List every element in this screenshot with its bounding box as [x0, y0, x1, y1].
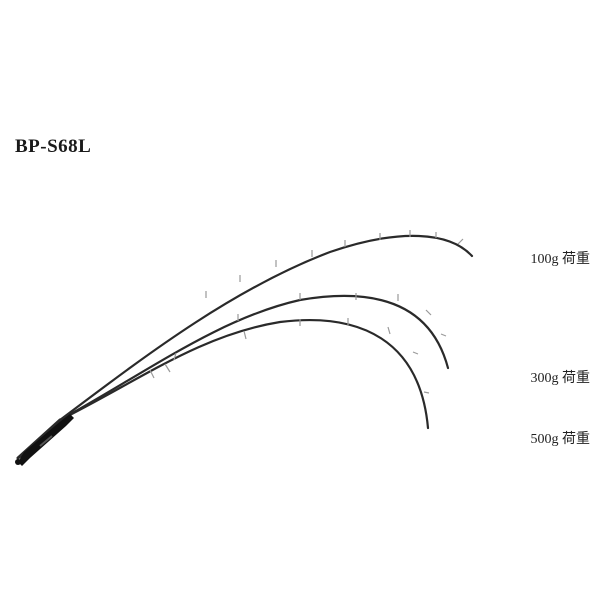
load-label-100g: 100g 荷重: [530, 252, 591, 267]
guides-100g: [205, 230, 464, 298]
rod-curve-500g: [58, 318, 430, 430]
guides-butt: [149, 363, 171, 379]
rod-curve-300g: [58, 294, 450, 422]
load-label-500g: 500g 荷重: [530, 432, 591, 447]
rod-reel-seat: [39, 435, 53, 447]
rod-curve-100g: [58, 234, 474, 422]
guides-300g: [173, 293, 447, 361]
load-label-300g: 300g 荷重: [530, 371, 591, 386]
rod-butt-cap: [15, 459, 21, 465]
model-title: BP-S68L: [15, 136, 92, 157]
guides-500g: [243, 318, 430, 394]
